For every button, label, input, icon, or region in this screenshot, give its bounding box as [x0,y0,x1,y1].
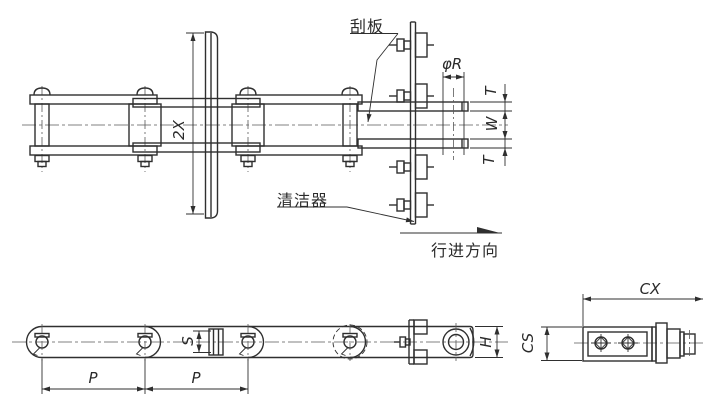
dim-label-t-top: T [482,86,500,96]
scraper-label: 刮板 [350,19,385,36]
dimension-t-w-t [470,84,512,166]
plan-view [357,21,512,225]
side-elevation-view [22,31,508,219]
dimension-h [475,326,503,358]
attachment-detail-view [541,294,703,364]
bolt-hole [618,334,638,352]
scraper-plate-elevation [204,31,219,219]
dimension-cx [582,294,703,326]
travel-direction-label: 行进方向 [431,243,500,260]
dimension-p [41,359,249,394]
dim-label-cs: CS [519,332,537,354]
scraper-bolts [389,38,434,212]
bottom-pin-heads [32,324,358,361]
scraper-slot-block [208,328,224,356]
dim-label-cx: CX [639,280,661,298]
bottom-view [12,319,508,394]
dim-label-h: H [477,336,495,348]
dim-label-w: W [483,116,501,132]
pin-heads [33,87,359,168]
dimension-s [193,330,211,353]
travel-direction-arrow [400,227,502,234]
dim-label-phi-r: φR [441,55,463,73]
dim-label-p1: P [88,369,98,387]
dim-label-2x: 2X [170,120,188,140]
dimension-phi-r [443,74,464,80]
dimension-2x [186,32,204,215]
dim-label-s: S [179,336,197,346]
scraper-cross-section [394,319,428,365]
annotation-leaders [277,33,502,234]
dimension-cs [541,326,582,361]
dim-label-p2: P [191,369,201,387]
bolt-hole [591,334,611,352]
cleaner-label: 清洁器 [277,193,329,210]
bushing-ring-end [442,323,475,361]
scraper-plate-plan [389,21,434,225]
sidebar-pin-stack [651,322,696,364]
dim-label-t-bottom: T [480,155,498,165]
